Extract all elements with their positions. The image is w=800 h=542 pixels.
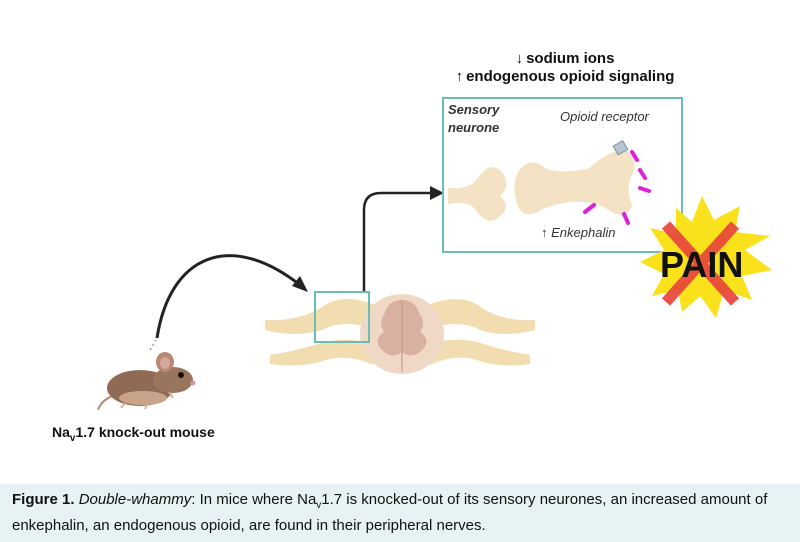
mouse-label-main: Na xyxy=(52,424,70,440)
mouse-label: Nav1.7 knock-out mouse xyxy=(52,424,215,444)
figure-caption: Figure 1. Double-whammy: In mice where N… xyxy=(0,484,800,542)
enkephalin-text: Enkephalin xyxy=(551,225,616,240)
mouse-label-sub: v xyxy=(69,432,76,444)
header-line1-text: sodium ions xyxy=(526,50,615,67)
spinal-nerves xyxy=(265,299,535,366)
curved-arrow-head xyxy=(292,276,308,292)
mouse-nose xyxy=(190,380,196,386)
elbow-arrow-head xyxy=(430,186,444,200)
mouse-feet xyxy=(120,391,174,410)
panel-title: Sensory neurone xyxy=(448,101,499,137)
neurone-shapes xyxy=(448,150,635,221)
header-opioid-signaling: ↑endogenous opioid signaling xyxy=(430,68,700,86)
caption-text-before-sub: : In mice where Na xyxy=(191,491,317,508)
mouse-illustration xyxy=(97,352,196,411)
enkephalin-label: ↑ Enkephalin xyxy=(541,225,615,240)
enkephalin-up-arrow-icon: ↑ xyxy=(541,225,548,240)
mouse-ear-inner xyxy=(160,357,170,369)
mouse-eye xyxy=(178,372,184,378)
pain-cross xyxy=(661,221,740,306)
down-arrow-icon: ↓ xyxy=(515,50,524,67)
up-arrow-icon: ↑ xyxy=(455,68,464,85)
panel-title-line2: neurone xyxy=(448,120,500,135)
mouse-head xyxy=(153,367,193,393)
caption-figure-label: Figure 1. xyxy=(12,491,75,508)
mouse-belly xyxy=(119,391,167,405)
panel-title-line1: Sensory xyxy=(448,102,500,117)
curved-arrow-mouse-to-cord xyxy=(155,254,301,339)
header-line2-text: endogenous opioid signaling xyxy=(466,68,675,85)
caption-sub: v xyxy=(316,500,322,511)
pain-text: PAIN xyxy=(660,244,744,285)
elbow-arrow-to-panel xyxy=(362,191,432,292)
caption-italic: Double-whammy xyxy=(78,491,192,508)
nerve-zoom-box xyxy=(314,291,370,343)
arrow-tail-dots xyxy=(149,337,158,351)
opioid-receptor-label: Opioid receptor xyxy=(560,109,649,124)
caption-text-after-sub: 1.7 is knocked-out of its sensory neuron… xyxy=(12,491,768,534)
opioid-receptor-icon xyxy=(612,139,629,156)
mouse-label-rest: 1.7 knock-out mouse xyxy=(75,424,215,440)
enkephalin-marks xyxy=(583,150,651,225)
header-sodium-ions: ↓sodium ions xyxy=(430,50,700,68)
